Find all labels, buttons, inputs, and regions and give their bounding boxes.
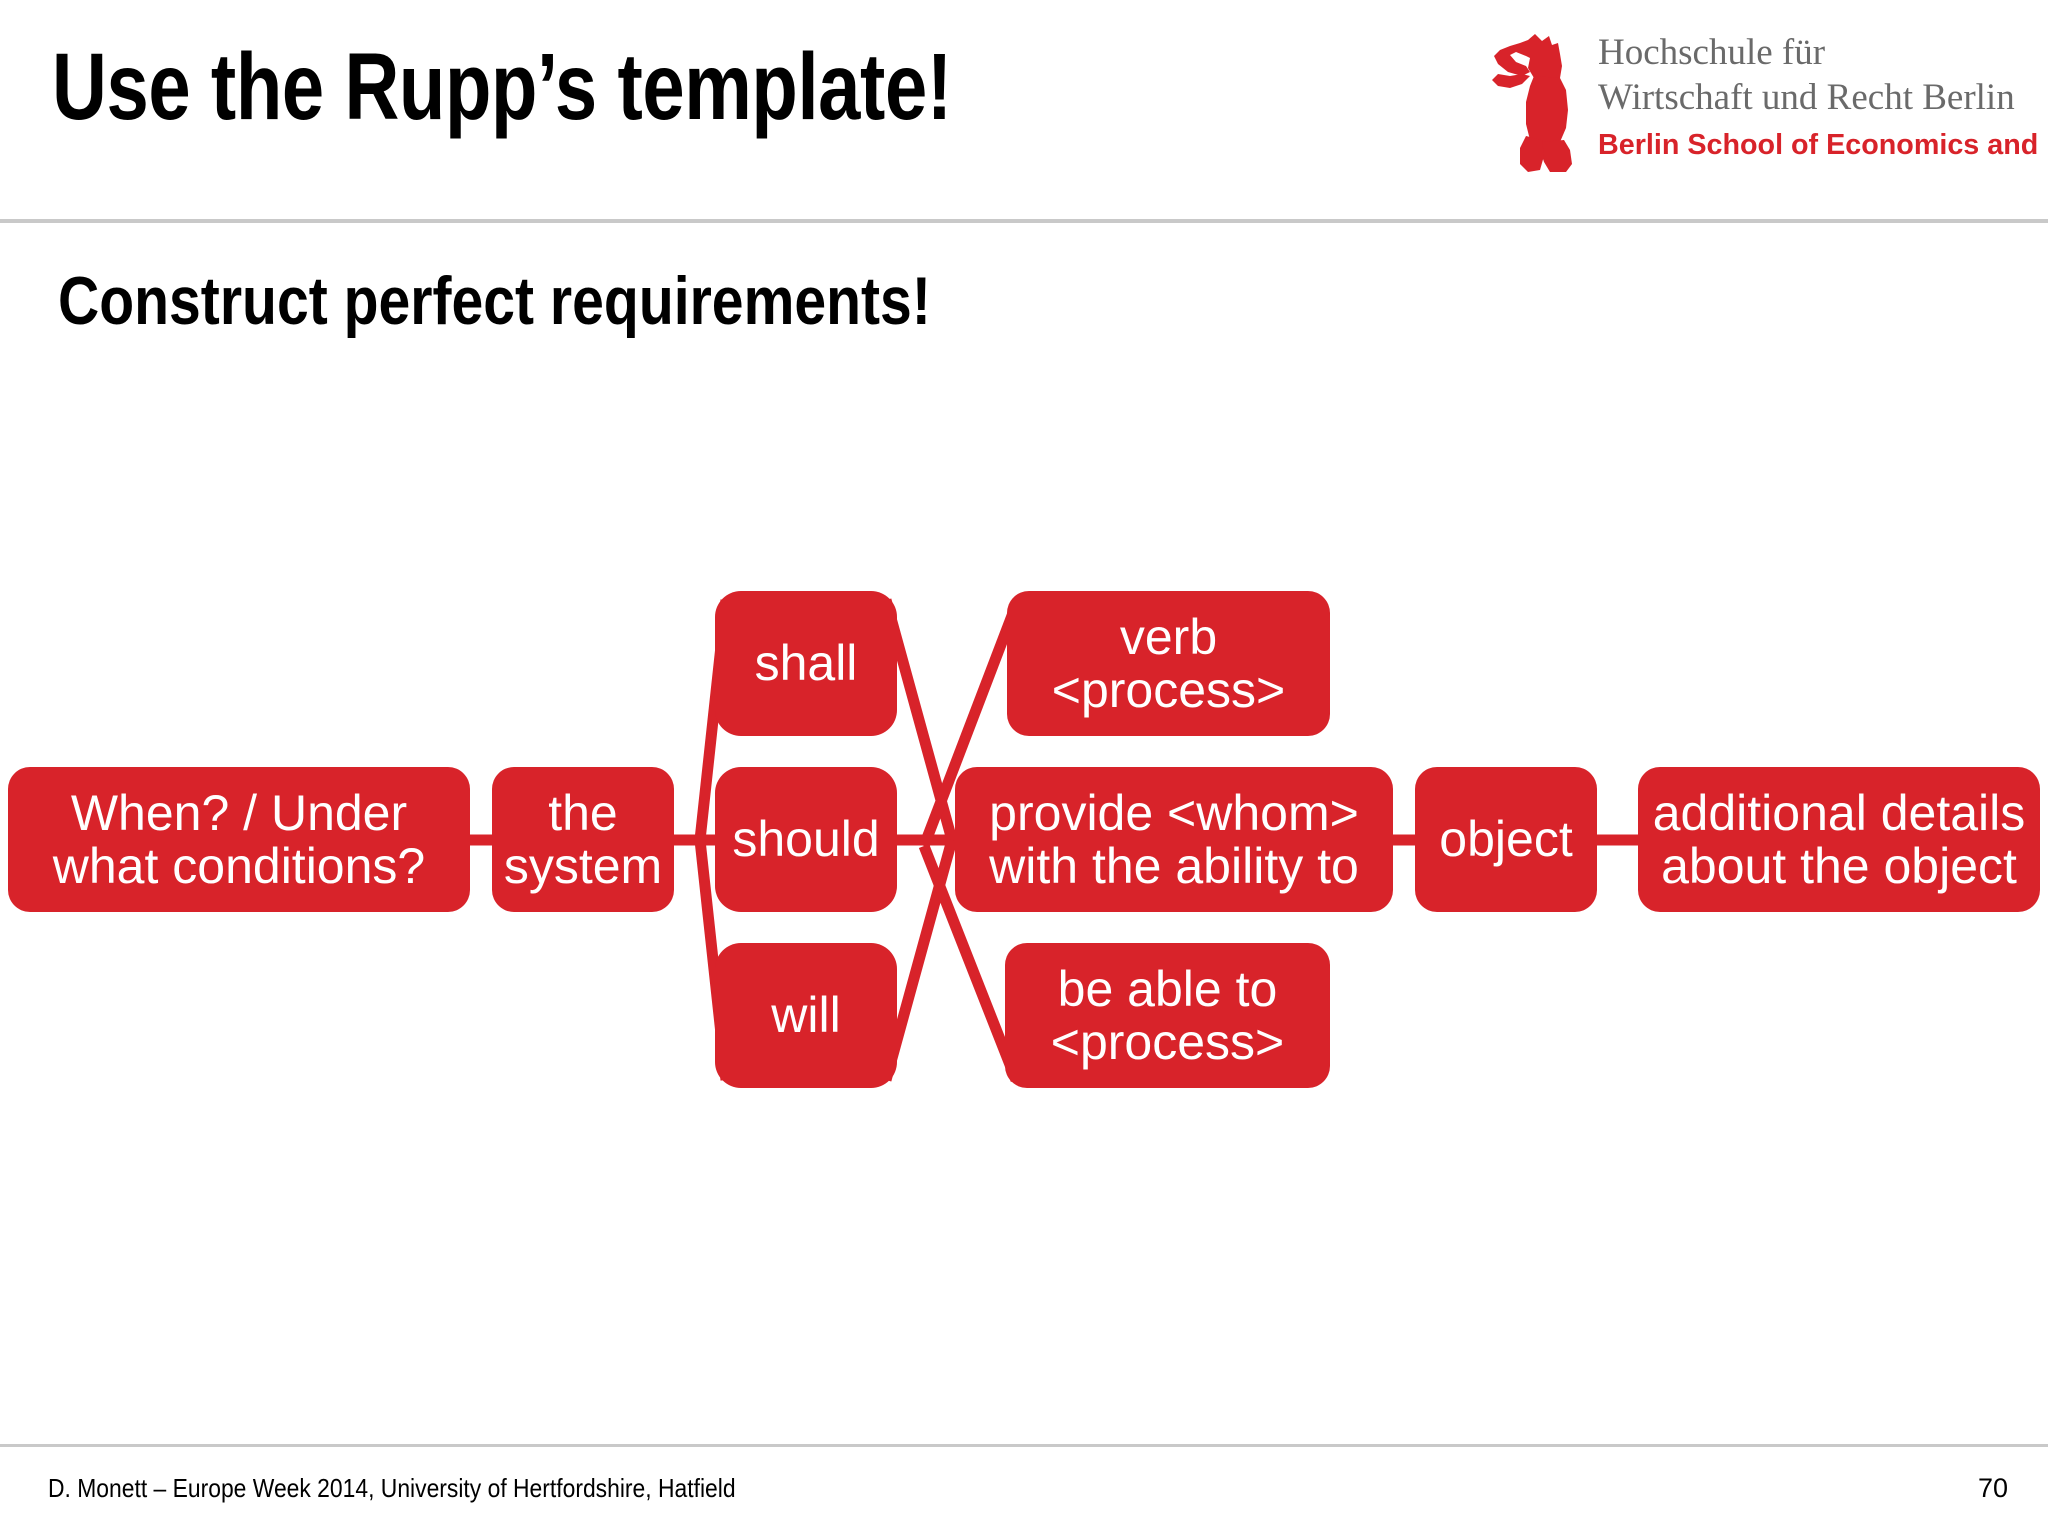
logo-line-english: Berlin School of Economics and Law xyxy=(1598,129,2048,162)
logo-line-wirtschaft: Wirtschaft und Recht Berlin xyxy=(1598,77,2015,119)
diagram-node-should[interactable]: should xyxy=(715,767,897,912)
requirements-template-diagram: When? / Under what conditions? the syste… xyxy=(0,560,2048,1120)
logo-wordmark: Hochschule für Wirtschaft und Recht Berl… xyxy=(1598,30,2048,162)
institution-logo: Hochschule für Wirtschaft und Recht Berl… xyxy=(1480,22,2048,172)
header-divider xyxy=(0,219,2048,223)
diagram-node-system[interactable]: the system xyxy=(492,767,674,912)
footer-page-number: 70 xyxy=(1977,1473,2008,1503)
slide-header: Use the Rupp’s template! Hochs xyxy=(0,0,2048,223)
diagram-node-additional-details[interactable]: additional details about the object xyxy=(1638,767,2040,912)
berlin-bear-icon xyxy=(1492,34,1572,172)
section-heading: Construct perfect requirements! xyxy=(58,263,931,339)
page-title: Use the Rupp’s template! xyxy=(52,34,952,140)
diagram-node-be-able-to[interactable]: be able to <process> xyxy=(1005,943,1330,1088)
footer-divider xyxy=(0,1444,2048,1447)
connector-hub2-beable xyxy=(918,843,1022,1083)
logo-line-hochschule: Hochschule für xyxy=(1598,32,1826,73)
connector-hub2-verb xyxy=(918,598,1024,848)
diagram-node-condition[interactable]: When? / Under what conditions? xyxy=(8,767,470,912)
diagram-node-shall[interactable]: shall xyxy=(715,591,897,736)
footer-credit: D. Monett – Europe Week 2014, University… xyxy=(48,1473,736,1503)
diagram-node-provide-whom[interactable]: provide <whom> with the ability to xyxy=(955,767,1393,912)
diagram-node-object[interactable]: object xyxy=(1415,767,1597,912)
diagram-node-will[interactable]: will xyxy=(715,943,897,1088)
diagram-node-verb-process[interactable]: verb <process> xyxy=(1007,591,1330,736)
